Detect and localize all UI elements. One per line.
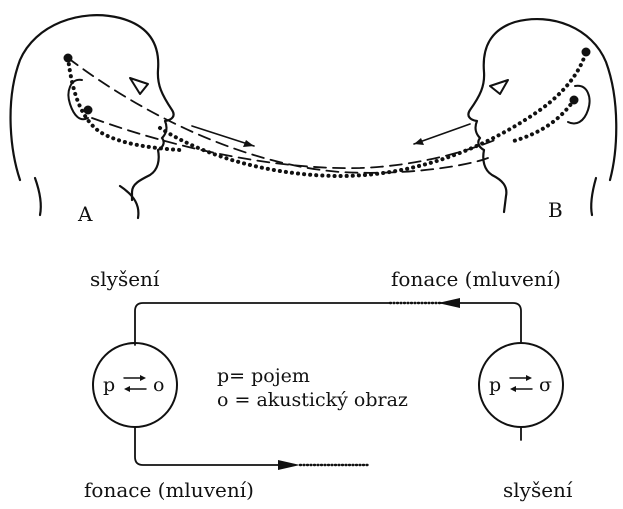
head-b (468, 19, 616, 215)
legend-line-1: p= pojem (217, 365, 310, 387)
head-a (11, 15, 174, 218)
top-arrow (438, 298, 460, 308)
top-left-label: slyšení (90, 267, 160, 291)
top-line-right (440, 303, 521, 343)
eye-b (490, 80, 508, 94)
ear-dot-a (84, 106, 93, 115)
left-circle-p: p (103, 374, 115, 396)
brain-dot-a (64, 54, 73, 63)
bottom-line-solid (135, 427, 280, 465)
bottom-right-label: slyšení (503, 478, 573, 502)
path-a-brain-to-b (68, 58, 488, 173)
right-exchange-arrows-icon (510, 375, 532, 392)
bottom-arrow (278, 460, 300, 470)
right-circle-p: p (489, 374, 501, 396)
right-circle-o: σ (539, 374, 552, 396)
legend-line-2: o = akustický obraz (217, 389, 408, 411)
path-a-ear-to-b (92, 118, 495, 168)
path-b-ear-loop (510, 100, 574, 142)
label-b: B (548, 198, 563, 222)
left-circle-o: o (153, 374, 164, 396)
sound-paths (68, 52, 586, 176)
path-a-mouth-to-b-brain (160, 52, 586, 176)
top-right-label: fonace (mluvení) (391, 267, 561, 291)
bottom-left-label: fonace (mluvení) (84, 478, 254, 502)
left-exchange-arrows-icon (124, 375, 146, 392)
ear-dot-b (570, 96, 579, 105)
circuit-scheme: p o p σ p= pojem o = akustický obraz sly… (84, 267, 573, 502)
arrow-left (414, 124, 470, 145)
eye-a (130, 78, 148, 94)
top-line-solid (135, 303, 390, 345)
label-a: A (77, 202, 93, 226)
brain-dot-b (582, 48, 591, 57)
